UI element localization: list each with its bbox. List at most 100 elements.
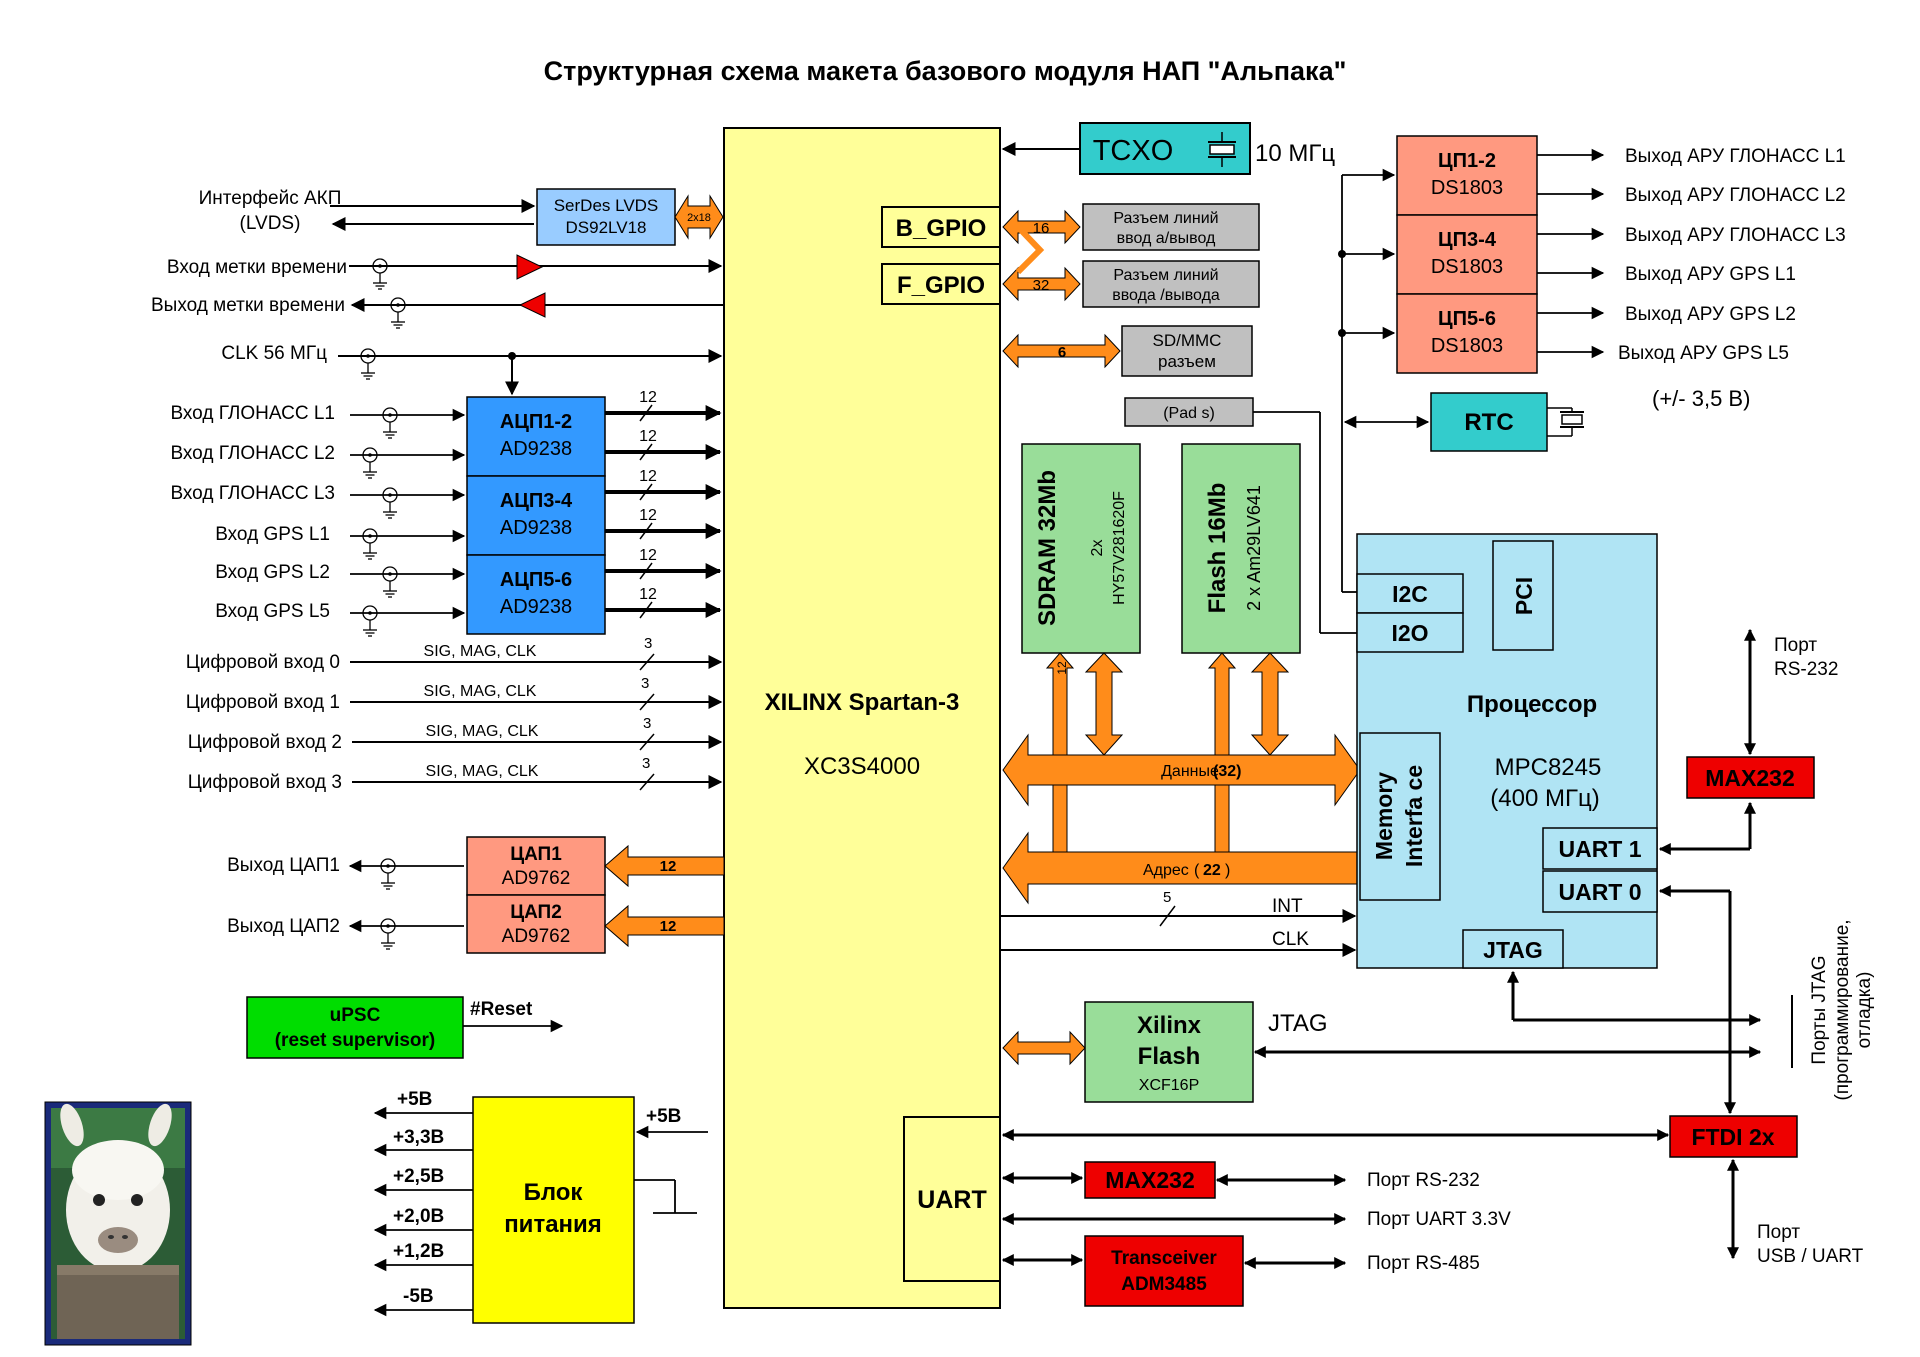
- sdram-width: 12: [1055, 661, 1069, 675]
- dp-56-name: ЦП5-6: [1438, 308, 1496, 330]
- gpio-bus-stems: [1015, 224, 1045, 275]
- rtc-crystal-icon: [1547, 407, 1584, 437]
- agc-range: (+/- 3,5 В): [1652, 386, 1750, 411]
- dac-1-bus: [604, 844, 725, 888]
- int-label: INT: [1272, 896, 1303, 917]
- adc-12-part: AD9238: [500, 438, 572, 460]
- fpga-uart-label: UART: [917, 1186, 986, 1214]
- input-glonass-l1: Вход ГЛОНАСС L1: [170, 403, 335, 424]
- adc-12-block: [466, 396, 606, 477]
- serdes-bus-arrow: [674, 194, 724, 240]
- adc-34-block: [466, 475, 606, 556]
- cpu-pci-block: [1492, 540, 1554, 651]
- cpu-freq: (400 МГц): [1490, 785, 1599, 812]
- agc-out-gps-l1: Выход АРУ GPS L1: [1625, 264, 1796, 285]
- data-bus-width: (32): [1213, 763, 1241, 780]
- agc-out-glonass-l2: Выход АРУ ГЛОНАСС L2: [1625, 185, 1846, 206]
- dac-2-bus: [604, 904, 725, 948]
- upsc-label-2: (reset supervisor): [275, 1030, 436, 1051]
- reset-label: #Reset: [470, 999, 533, 1020]
- flash-block: [1181, 443, 1301, 654]
- rtc-label: RTC: [1464, 409, 1513, 436]
- power-outputs: [373, 1106, 473, 1317]
- dp-34-part: DS1803: [1431, 256, 1503, 278]
- sd-bus-arrow: [1002, 333, 1121, 369]
- jtag-ports-label-3: отладка): [1854, 972, 1875, 1049]
- fgpio-block: [881, 263, 1001, 305]
- uart33-port-label: Порт UART 3.3V: [1367, 1209, 1511, 1230]
- max232-label-right: MAX232: [1705, 765, 1794, 791]
- cpu-uart1-block: [1542, 827, 1658, 870]
- adc-width-2: 12: [639, 428, 657, 445]
- fpga-name: XILINX Spartan-3: [765, 689, 960, 716]
- tcxo-label: TCXO: [1093, 135, 1174, 167]
- sig-width-2: 3: [643, 715, 651, 732]
- sig-label-3: SIG, MAG, CLK: [426, 763, 539, 780]
- adc-34-name: АЦП3-4: [500, 490, 573, 512]
- serdes-label-1: SerDes LVDS: [554, 196, 659, 215]
- data-bus-label: Данные: [1161, 763, 1219, 780]
- sd-label-1: SD/MMC: [1153, 331, 1222, 350]
- xflash-block: [1084, 1001, 1254, 1103]
- fpga-part: XC3S4000: [804, 753, 920, 780]
- dac-2-part: AD9762: [502, 926, 571, 947]
- sig-width-3: 3: [642, 755, 650, 772]
- tcxo-freq: 10 МГц: [1255, 140, 1335, 167]
- dac-2-width: 12: [660, 918, 677, 935]
- time-in-label: Вход метки времени: [167, 257, 347, 278]
- dac-2-output: Выход ЦАП2: [227, 916, 340, 937]
- time-in-buffer: [516, 254, 544, 280]
- adc-12-name: АЦП1-2: [500, 411, 572, 433]
- agc-output-arrows: [1537, 148, 1605, 359]
- dac-1-width: 12: [660, 858, 677, 875]
- power-out-5v: +5В: [397, 1089, 432, 1110]
- sdram-block: [1021, 443, 1141, 654]
- input-gps-l1: Вход GPS L1: [215, 524, 330, 545]
- xflash-label-2: Flash: [1138, 1043, 1201, 1070]
- ftdi-label: FTDI 2x: [1691, 1124, 1774, 1150]
- rs232-port-label: Порт RS-232: [1367, 1170, 1480, 1191]
- i2c-bus: [1338, 168, 1396, 593]
- cpu-uart0-block: [1542, 870, 1658, 913]
- sd-connector: [1121, 325, 1253, 377]
- dac-1-part: AD9762: [502, 868, 571, 889]
- rtc-block: [1430, 392, 1548, 452]
- cpu-clk-label: CLK: [1272, 929, 1309, 950]
- power-out-2v0: +2,0В: [393, 1206, 444, 1227]
- serdes-label-2: DS92LV18: [566, 218, 647, 237]
- cpu-jtag-label: JTAG: [1483, 937, 1543, 963]
- adc-56-block: [466, 554, 606, 635]
- fpga-uart-block: [903, 1116, 1001, 1282]
- akp-label-1: Интерфейс АКП: [199, 188, 342, 209]
- address-bus-label: Адрес: [1143, 862, 1189, 879]
- sig-width-0: 3: [644, 635, 652, 652]
- cpu-part: MPC8245: [1495, 754, 1602, 781]
- cpu-jtag-block: [1462, 929, 1564, 969]
- xflash-jtag-label: JTAG: [1268, 1010, 1328, 1037]
- address-bus-paren-close: ): [1225, 862, 1230, 879]
- sdram-name: SDRAM 32Mb: [1034, 470, 1061, 626]
- dac-2-block: [466, 894, 606, 954]
- cpu-uart1-label: UART 1: [1558, 836, 1641, 862]
- adc-width-5: 12: [639, 547, 657, 564]
- digital-input-3: Цифровой вход 3: [188, 772, 342, 793]
- adc-width-6: 12: [639, 586, 657, 603]
- fgpio-connector: [1082, 260, 1260, 308]
- fpga-block: [723, 127, 1001, 1309]
- dac-1-name: ЦАП1: [510, 844, 562, 865]
- max232-block-left: [1084, 1161, 1216, 1199]
- bgpio-block: [881, 206, 1001, 248]
- rs232-right-label-1: Порт: [1774, 635, 1817, 656]
- xflash-part: XCF16P: [1139, 1077, 1199, 1094]
- cpu-i2o-block: [1356, 612, 1464, 653]
- dac-1-output: Выход ЦАП1: [227, 855, 340, 876]
- rs232-right-label-2: RS-232: [1774, 659, 1838, 680]
- adc-width-4: 12: [639, 507, 657, 524]
- digital-input-0: Цифровой вход 0: [186, 652, 340, 673]
- jtag-ports-label-2: (программирование,: [1832, 919, 1853, 1100]
- power-out-3v3: +3,3В: [393, 1127, 444, 1148]
- ftdi-block: [1669, 1115, 1798, 1158]
- cpu-i2c-label: I2C: [1392, 581, 1428, 607]
- bgpio-label: B_GPIO: [896, 215, 987, 242]
- sig-label-2: SIG, MAG, CLK: [426, 723, 539, 740]
